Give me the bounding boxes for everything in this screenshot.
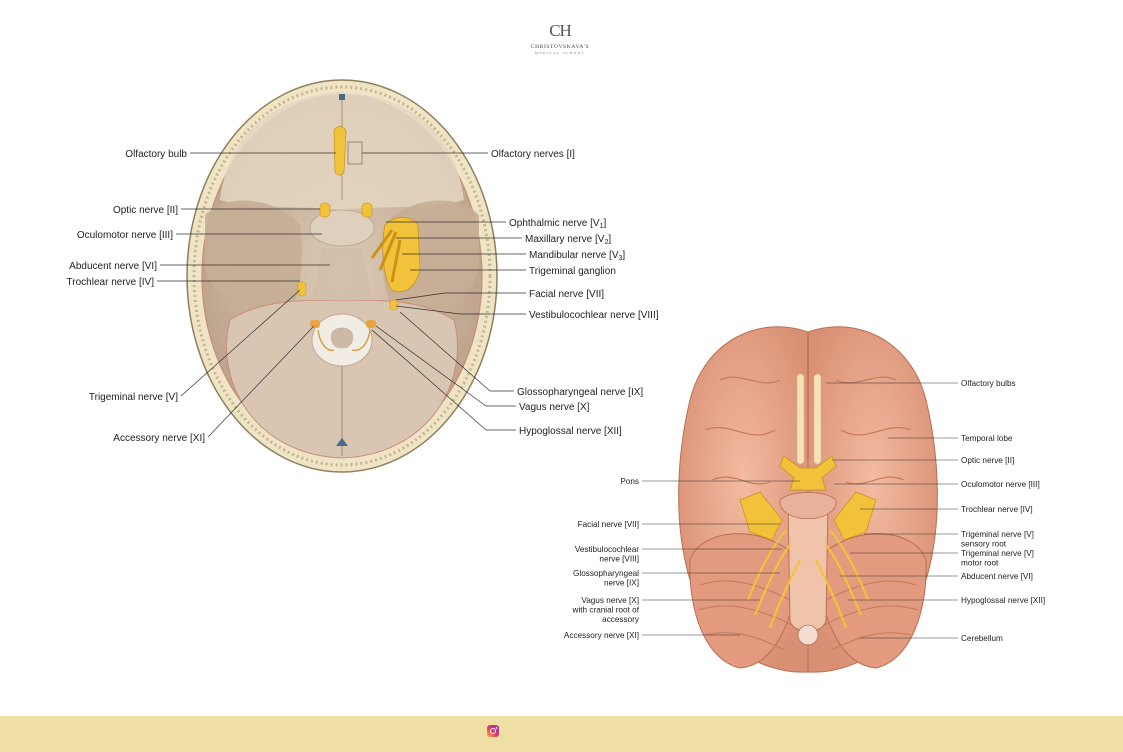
instagram-icon[interactable]	[487, 725, 499, 737]
brain-label-trochlear-nerve: Trochlear nerve [IV]	[961, 505, 1033, 514]
logo-name: CHRISTOVSKAYA'S	[530, 44, 590, 50]
skull-label-trochlear-nerve: Trochlear nerve [IV]	[67, 277, 155, 288]
skull-label-trigeminal-ganglion: Trigeminal ganglion	[529, 266, 616, 277]
anatomy-diagram: Olfactory bulb Optic nerve [II] Oculomot…	[67, 79, 1045, 673]
skull-label-hypoglossal-nerve: Hypoglossal nerve [XII]	[519, 426, 622, 437]
logo-subtitle: MEDICAL SCHOOL	[534, 51, 586, 55]
brain-label-optic-nerve: Optic nerve [II]	[961, 456, 1014, 465]
skull-label-vagus-nerve: Vagus nerve [X]	[519, 402, 590, 413]
brain-leader-lines	[642, 382, 958, 639]
logo-monogram: CH	[549, 21, 572, 40]
brain-label-trigeminal-sensory-root: Trigeminal nerve [V]sensory root	[961, 530, 1034, 549]
skull-label-oculomotor-nerve: Oculomotor nerve [III]	[77, 230, 173, 241]
skull-label-facial-nerve: Facial nerve [VII]	[529, 289, 604, 300]
skull-label-vestibulocochlear-nerve: Vestibulocochlear nerve [VIII]	[529, 310, 659, 321]
brain-label-pons: Pons	[620, 477, 639, 486]
brain-label-olfactory-bulbs: Olfactory bulbs	[961, 379, 1016, 388]
skull-label-ophthalmic-nerve: Ophthalmic nerve [V1]	[509, 218, 607, 230]
footer-bar	[0, 716, 1123, 752]
skull-label-abducent-nerve: Abducent nerve [VI]	[69, 261, 157, 272]
brain-label-facial-nerve: Facial nerve [VII]	[578, 520, 639, 529]
skull-label-maxillary-nerve: Maxillary nerve [V2]	[525, 234, 611, 246]
skull-label-accessory-nerve: Accessory nerve [XI]	[113, 433, 205, 444]
skull-label-trigeminal-nerve: Trigeminal nerve [V]	[89, 392, 178, 403]
brain-label-temporal-lobe: Temporal lobe	[961, 434, 1013, 443]
brain-label-accessory-nerve: Accessory nerve [XI]	[564, 631, 639, 640]
skull-leader-lines	[157, 152, 526, 438]
brain-label-abducent-nerve: Abducent nerve [VI]	[961, 572, 1033, 581]
school-logo: CH CHRISTOVSKAYA'S MEDICAL SCHOOL	[520, 22, 600, 62]
brain-inferior-illustration	[678, 326, 938, 673]
skull-label-olfactory-nerves: Olfactory nerves [I]	[491, 149, 575, 160]
skull-label-olfactory-bulb: Olfactory bulb	[125, 149, 187, 160]
brain-label-trigeminal-motor-root: Trigeminal nerve [V]motor root	[961, 549, 1034, 568]
skull-base-illustration	[186, 79, 498, 473]
brain-label-hypoglossal-nerve: Hypoglossal nerve [XII]	[961, 596, 1045, 605]
brain-label-oculomotor-nerve: Oculomotor nerve [III]	[961, 480, 1040, 489]
skull-label-optic-nerve: Optic nerve [II]	[113, 205, 178, 216]
brain-label-cerebellum: Cerebellum	[961, 634, 1003, 643]
skull-label-glossopharyngeal-nerve: Glossopharyngeal nerve [IX]	[517, 387, 643, 398]
skull-label-mandibular-nerve: Mandibular nerve [V3]	[529, 250, 625, 262]
